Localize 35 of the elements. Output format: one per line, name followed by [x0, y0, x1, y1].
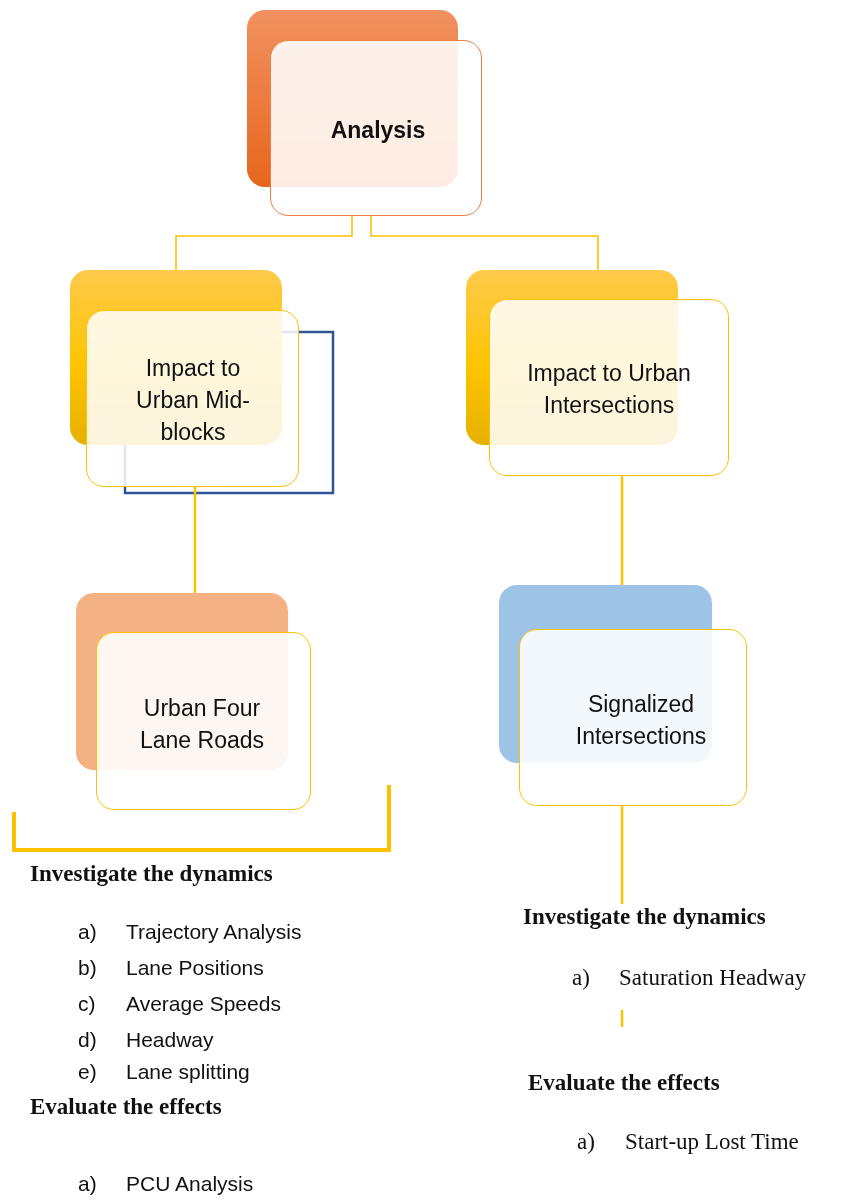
- list-marker: a): [78, 1172, 97, 1196]
- section-heading: Investigate the dynamics: [30, 861, 273, 887]
- list-marker: a): [577, 1129, 595, 1155]
- list-item: Lane splitting: [126, 1060, 250, 1084]
- list-item: Trajectory Analysis: [126, 920, 302, 944]
- connector-line: [175, 215, 353, 271]
- list-item: Saturation Headway: [619, 965, 807, 991]
- list-item: Lane Positions: [126, 956, 264, 980]
- list-marker: d): [78, 1028, 97, 1052]
- list-marker: b): [78, 956, 97, 980]
- section-heading: Evaluate the effects: [528, 1070, 720, 1096]
- card-label: Signalized Intersections: [574, 690, 708, 751]
- card-label: Impact to Urban Mid-blocks: [135, 354, 251, 447]
- section-heading: Investigate the dynamics: [523, 904, 766, 930]
- list-item: Headway: [126, 1028, 214, 1052]
- list-marker: a): [572, 965, 590, 991]
- card-label: Analysis: [329, 116, 427, 145]
- connector-line: [620, 476, 624, 585]
- stacked-card-node: [466, 270, 729, 476]
- list-item: PCU Analysis: [126, 1172, 254, 1196]
- stacked-card-node: [499, 585, 747, 806]
- stacked-card-node: [247, 10, 482, 216]
- stacked-card-node: [70, 270, 299, 487]
- connector-line: [370, 215, 599, 271]
- section-heading: Evaluate the effects: [30, 1094, 222, 1120]
- list-item: Average Speeds: [126, 992, 281, 1016]
- list-item: Start-up Lost Time: [625, 1129, 799, 1155]
- list-marker: e): [78, 1060, 97, 1084]
- stacked-card-node: [76, 593, 311, 810]
- connector-line: [193, 487, 197, 593]
- connector-line: [620, 806, 624, 904]
- list-marker: c): [78, 992, 96, 1016]
- card-label: Urban Four Lane Roads: [138, 694, 265, 755]
- card-label: Impact to Urban Intersections: [526, 359, 692, 420]
- list-marker: a): [78, 920, 97, 944]
